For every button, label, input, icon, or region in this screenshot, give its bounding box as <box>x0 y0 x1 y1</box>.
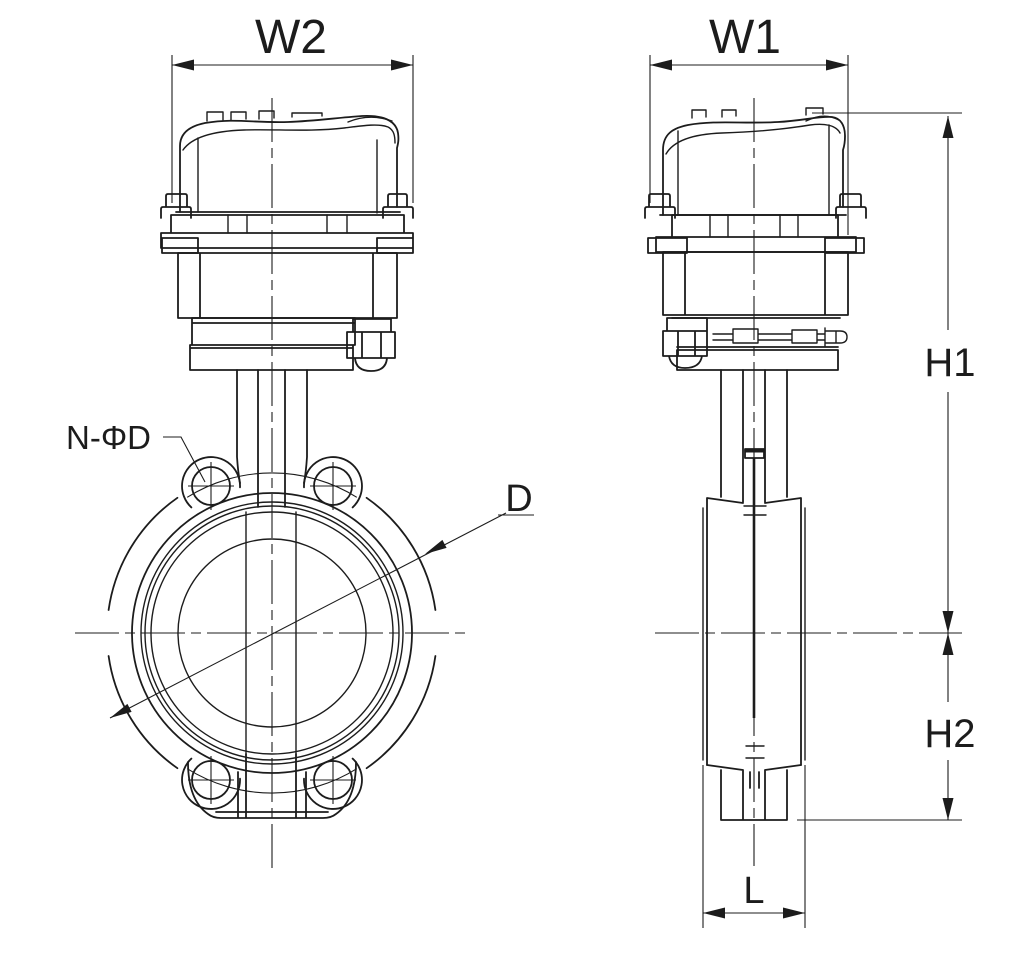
actuator-front <box>160 110 414 508</box>
actuator-right-bolt <box>382 193 414 219</box>
front-view: W2 <box>66 11 534 868</box>
dimension-d: D <box>109 478 534 719</box>
cable-gland-front <box>346 318 396 372</box>
l-label: L <box>743 870 764 912</box>
stem-cap-top <box>745 449 764 453</box>
actuator-flange-dividers-side <box>709 214 799 238</box>
actuator-lid-inner-lines <box>182 116 396 214</box>
disc-circle <box>177 538 367 728</box>
travel-stop-rod <box>712 327 848 347</box>
actuator-lid-tabs-side <box>691 107 824 119</box>
actuator-lid-outline-side <box>662 115 846 216</box>
n-phi-d-leader <box>163 436 206 483</box>
actuator-side <box>644 107 867 759</box>
w2-extension-lines <box>171 55 414 203</box>
front-centerlines <box>75 98 470 868</box>
actuator-lid-tabs <box>206 110 323 122</box>
actuator-body <box>177 252 398 319</box>
dimension-h2: H2 <box>797 633 976 821</box>
actuator-lid-inner-lines-side <box>665 115 841 215</box>
seat-edge-lines <box>702 507 806 761</box>
actuator-side-bolts <box>644 193 867 219</box>
actuator-flange-bands-side <box>647 214 865 254</box>
valve-body-front <box>107 456 437 819</box>
actuator-flange-dividers <box>227 214 348 234</box>
bolt-circle-arcs <box>186 472 358 794</box>
actuator-base-band-side <box>676 346 839 371</box>
actuator-left-bolt <box>160 193 192 219</box>
bolt-hole-cross-marks <box>188 462 356 804</box>
stem-tick-marks <box>743 505 767 759</box>
dimension-l: L <box>702 765 806 928</box>
dimension-w2: W2 <box>171 11 414 203</box>
valve-neck-front <box>236 369 308 508</box>
w1-label: W1 <box>709 11 781 64</box>
dimension-h1: H1 <box>812 112 976 633</box>
w1-arrowheads <box>650 59 848 71</box>
body-outer-broken-arcs <box>107 496 437 770</box>
actuator-lid-outline <box>179 115 400 213</box>
cable-gland-side <box>662 317 708 369</box>
d-label: D <box>505 478 532 520</box>
valve-neck-side <box>720 369 788 503</box>
valve-body-side <box>702 497 806 821</box>
seat-ring-circle <box>144 505 400 761</box>
valve-foot <box>706 764 802 821</box>
actuator-body-side <box>662 251 849 319</box>
disc-hub-lines <box>245 511 297 755</box>
l-arrowheads <box>703 907 805 919</box>
n-phi-d-label: N-ΦD <box>66 419 151 456</box>
dimension-w1: W1 <box>649 11 849 235</box>
l-extension-lines <box>702 765 806 928</box>
actuator-lower-bands <box>189 317 356 371</box>
valve-profile-outline <box>706 497 802 766</box>
w1-extension-lines <box>649 55 849 235</box>
bottom-bracket <box>187 753 357 819</box>
h1-label: H1 <box>924 341 975 385</box>
actuator-flange-bands <box>160 214 414 254</box>
h2-arrowheads <box>942 633 954 820</box>
callout-n-phi-d: N-ΦD <box>66 419 206 483</box>
h2-label: H2 <box>924 712 975 756</box>
body-face-circle <box>131 492 413 774</box>
w2-label: W2 <box>255 11 327 64</box>
side-view: W1 <box>644 11 976 928</box>
seat-inner-circle <box>150 511 394 755</box>
lug-ears <box>181 456 363 810</box>
seat-outer-circle <box>140 501 404 765</box>
